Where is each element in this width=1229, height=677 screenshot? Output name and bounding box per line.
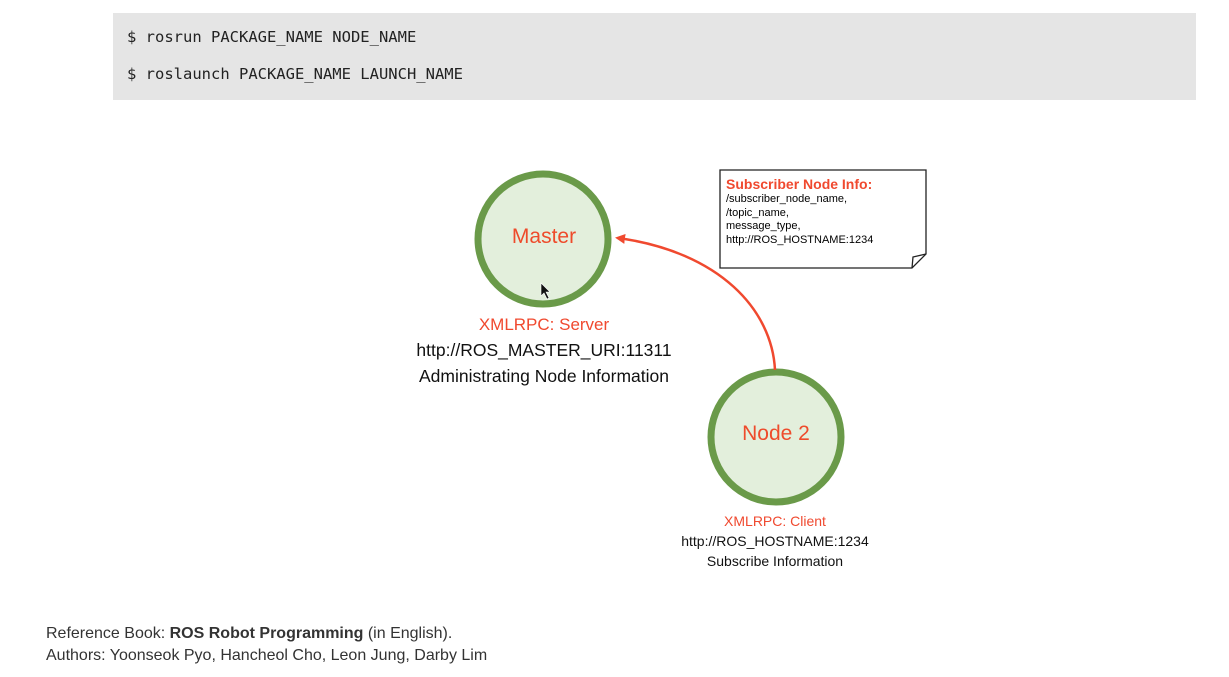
master-label: Master (511, 225, 577, 248)
master-role: XMLRPC: Server (478, 315, 610, 334)
node2-node (707, 368, 845, 506)
node2-description: Subscribe Information (706, 553, 844, 569)
node2-info: XMLRPC: Client http://ROS_HOSTNAME:1234 … (620, 512, 930, 571)
note-line-topic: /topic_name, (726, 206, 789, 219)
cursor-icon (540, 282, 551, 300)
node2-role: XMLRPC: Client (724, 513, 826, 529)
reference-title: ROS Robot Programming (169, 625, 364, 642)
note-line-node: /subscriber_node_name, (726, 193, 848, 205)
node2-label: Node 2 (742, 422, 810, 445)
reference-prefix: Reference Book: (46, 625, 170, 642)
note-fold (911, 253, 927, 269)
authors-line: Authors: Yoonseok Pyo, Hancheol Cho, Leo… (46, 647, 488, 664)
master-description: Administrating Node Information (419, 366, 669, 386)
master-info: XMLRPC: Server http://ROS_MASTER_URI:113… (330, 313, 758, 389)
master-node (474, 170, 612, 308)
subscriber-info-note: Subscriber Node Info: /subscriber_node_n… (720, 170, 926, 270)
node2-uri: http://ROS_HOSTNAME:1234 (681, 533, 869, 549)
code-block: $ rosrun PACKAGE_NAME NODE_NAME $ roslau… (113, 13, 1196, 100)
registration-arrow (615, 234, 777, 371)
note-box-outline (719, 169, 927, 269)
note-content: Subscriber Node Info: /subscriber_node_n… (726, 176, 873, 247)
reference-suffix: (in English). (363, 625, 453, 642)
note-line-type: message_type, (726, 220, 801, 232)
code-line-rosrun: $ rosrun PACKAGE_NAME NODE_NAME (127, 28, 417, 46)
code-line-roslaunch: $ roslaunch PACKAGE_NAME LAUNCH_NAME (127, 65, 463, 83)
reference-line: Reference Book: ROS Robot Programming (i… (46, 623, 487, 645)
note-title: Subscriber Node Info: (726, 176, 873, 192)
master-uri: http://ROS_MASTER_URI:11311 (416, 340, 672, 360)
note-line-uri: http://ROS_HOSTNAME:1234 (726, 233, 874, 246)
footer: Reference Book: ROS Robot Programming (i… (46, 623, 487, 667)
